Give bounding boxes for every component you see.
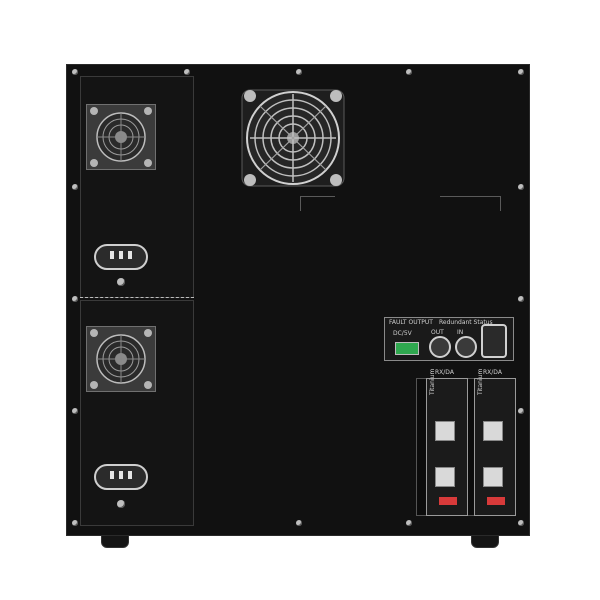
fault-terminal-block[interactable] [395,342,419,355]
card-2-latch[interactable] [487,497,505,505]
card-name-label: Titanium [429,368,436,395]
chassis-screw [518,296,524,302]
psu-fan-bottom [86,326,156,392]
card-1-rj45-port-2[interactable] [435,467,455,487]
io-panel: FAULT OUTPUT Redundant Status DC/5V OUT … [384,317,514,361]
chassis-screw [72,184,78,190]
card-top-label: RX/DA [483,369,502,376]
port-label-out: OUT [431,329,444,336]
bnc-connector-in[interactable] [455,336,477,358]
panel-marking-line [300,196,335,211]
iec-pins-icon [110,471,132,479]
chassis-screw [184,69,190,75]
chassis-screw [72,408,78,414]
power-inlet-bottom[interactable] [94,464,148,490]
fan-guard-icon [241,89,345,187]
chassis-screw [72,520,78,526]
fan-grille-icon [90,107,152,167]
chassis-screw [518,184,524,190]
fan-grille-icon [90,329,152,389]
card-1-rj45-port-1[interactable] [435,421,455,441]
psu-divider-line [80,297,194,298]
fault-output-label: FAULT OUTPUT [389,319,433,326]
redundant-status-label: Redundant Status [439,319,493,326]
chassis-screw [406,69,412,75]
psu-screw [117,278,125,286]
card-name-label: Titanium [477,368,484,395]
chassis-screw [518,520,524,526]
psu-screw [117,500,125,508]
card-top-label: RX/DA [435,369,454,376]
chassis-screw [296,520,302,526]
iec-pins-icon [110,251,132,259]
bnc-connector-out[interactable] [429,336,451,358]
card-2-rj45-port-2[interactable] [483,467,503,487]
interface-card-2: RX/DA Titanium [474,369,516,516]
power-inlet-top[interactable] [94,244,148,270]
card-1-latch[interactable] [439,497,457,505]
chassis-screw [518,408,524,414]
main-exhaust-fan [238,86,348,190]
card-2-rj45-port-1[interactable] [483,421,503,441]
dc-label: DC/5V [393,330,412,337]
panel-marking-line [440,196,501,211]
chassis-screw [406,520,412,526]
interface-card-1: RX/DA Titanium [426,369,468,516]
chassis-screw [72,296,78,302]
chassis-screw [296,69,302,75]
chassis-screw [72,69,78,75]
psu-fan-top [86,104,156,170]
data-connector[interactable] [481,324,507,358]
port-label-in: IN [457,329,464,336]
chassis-screw [518,69,524,75]
